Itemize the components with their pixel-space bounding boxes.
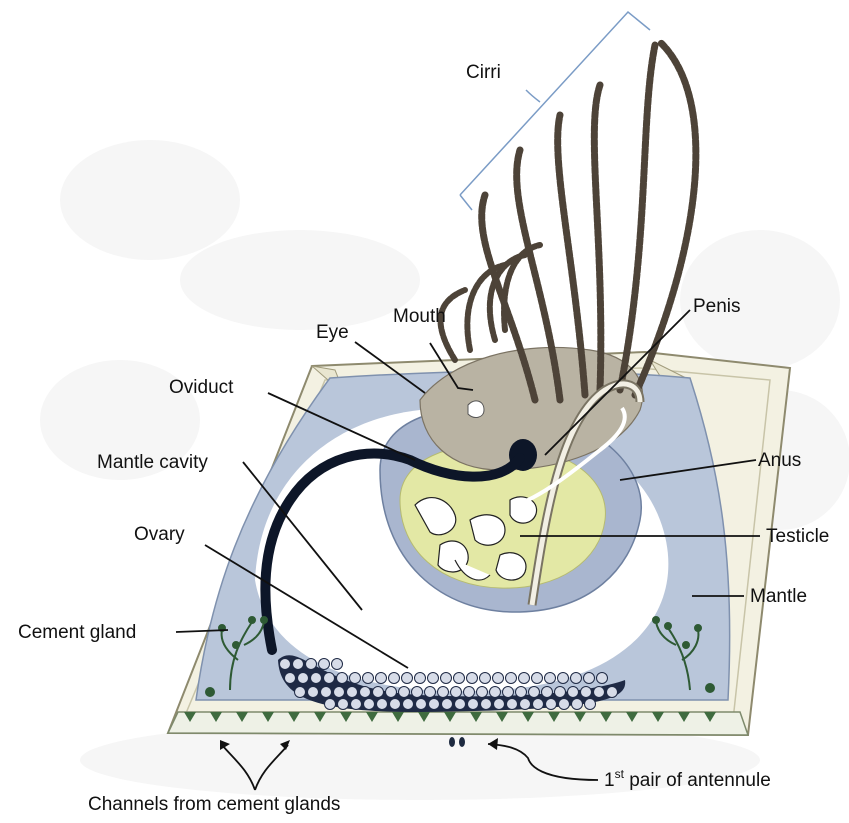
ovary-egg	[454, 673, 465, 684]
label-ovary: Ovary	[134, 524, 185, 545]
ovary-egg	[338, 699, 349, 710]
label-cement-gland: Cement gland	[18, 622, 136, 643]
ovary-egg	[334, 687, 345, 698]
ovary-egg	[311, 673, 322, 684]
base-plate	[168, 712, 748, 735]
ovary-egg	[441, 673, 452, 684]
cirri	[441, 42, 696, 400]
ovary-egg	[516, 687, 527, 698]
ovary-egg	[308, 687, 319, 698]
ovary-egg	[438, 687, 449, 698]
ovary-egg	[494, 699, 505, 710]
ovary-egg	[377, 699, 388, 710]
ovary-egg	[324, 673, 335, 684]
label-channels: Channels from cement glands	[88, 794, 340, 815]
ovary-egg	[594, 687, 605, 698]
label-oviduct: Oviduct	[169, 377, 234, 398]
ovary-egg	[559, 699, 570, 710]
ovary-egg	[373, 687, 384, 698]
ovary-egg	[376, 673, 387, 684]
ovary-egg	[325, 699, 336, 710]
ovary-egg	[584, 673, 595, 684]
ovary-egg	[364, 699, 375, 710]
ovary-egg	[529, 687, 540, 698]
ovary-egg	[507, 699, 518, 710]
ovary-egg	[350, 673, 361, 684]
ovary-egg	[542, 687, 553, 698]
ovary-egg	[425, 687, 436, 698]
ovary-egg	[347, 687, 358, 698]
ovary-egg	[451, 687, 462, 698]
ovary-egg	[480, 673, 491, 684]
label-mantle-cavity: Mantle cavity	[97, 452, 208, 473]
ovary-egg	[493, 673, 504, 684]
ovary-egg	[581, 687, 592, 698]
ovary-egg	[597, 673, 608, 684]
ovary-egg	[285, 673, 296, 684]
ovary-egg	[533, 699, 544, 710]
cirrus	[594, 85, 601, 390]
ovary-egg	[412, 687, 423, 698]
ovary-egg	[442, 699, 453, 710]
ovary-egg	[403, 699, 414, 710]
ovary-egg	[332, 659, 343, 670]
cirrus	[620, 45, 655, 390]
label-antennule-text: pair of antennule	[624, 770, 771, 791]
label-antennule: 1st pair of antennule	[604, 767, 771, 791]
ovary-egg	[280, 659, 291, 670]
ovary-egg	[607, 687, 618, 698]
label-anus: Anus	[758, 450, 801, 471]
ovary-egg	[571, 673, 582, 684]
ovary-egg	[468, 699, 479, 710]
ovary-egg	[520, 699, 531, 710]
label-cirri: Cirri	[466, 62, 501, 83]
ovary-egg	[481, 699, 492, 710]
ovary-egg	[360, 687, 371, 698]
ovary-egg	[477, 687, 488, 698]
ovary-egg	[293, 659, 304, 670]
ovary-egg	[568, 687, 579, 698]
ovary-egg	[503, 687, 514, 698]
ovary-egg	[306, 659, 317, 670]
label-testicle: Testicle	[766, 526, 829, 547]
ovary-egg	[558, 673, 569, 684]
ovary-egg	[386, 687, 397, 698]
ovary-egg	[337, 673, 348, 684]
ovary-egg	[455, 699, 466, 710]
ovary-egg	[298, 673, 309, 684]
ovary-egg	[390, 699, 401, 710]
ovary-egg	[506, 673, 517, 684]
label-mouth: Mouth	[393, 306, 446, 327]
ovary-egg	[572, 699, 583, 710]
ovary-egg	[467, 673, 478, 684]
cirri-bracket	[460, 12, 650, 210]
ovary-egg	[545, 673, 556, 684]
label-antennule-number: 1	[604, 770, 615, 791]
ovary-egg	[295, 687, 306, 698]
ovary-egg	[546, 699, 557, 710]
ovary-egg	[429, 699, 440, 710]
ovary-egg	[363, 673, 374, 684]
ovary-egg	[351, 699, 362, 710]
label-penis: Penis	[693, 296, 741, 317]
ovary-egg	[415, 673, 426, 684]
ovary-egg	[399, 687, 410, 698]
ovary-egg	[319, 659, 330, 670]
ovary-egg	[532, 673, 543, 684]
ovary-egg	[402, 673, 413, 684]
label-eye: Eye	[316, 322, 349, 343]
ovary-egg	[389, 673, 400, 684]
ovary-egg	[428, 673, 439, 684]
ovary-egg	[416, 699, 427, 710]
ovary-egg	[490, 687, 501, 698]
ovary-egg	[585, 699, 596, 710]
ovary-egg	[519, 673, 530, 684]
ovary-egg	[321, 687, 332, 698]
ovary-egg	[555, 687, 566, 698]
ovary-egg	[464, 687, 475, 698]
label-mantle: Mantle	[750, 586, 807, 607]
